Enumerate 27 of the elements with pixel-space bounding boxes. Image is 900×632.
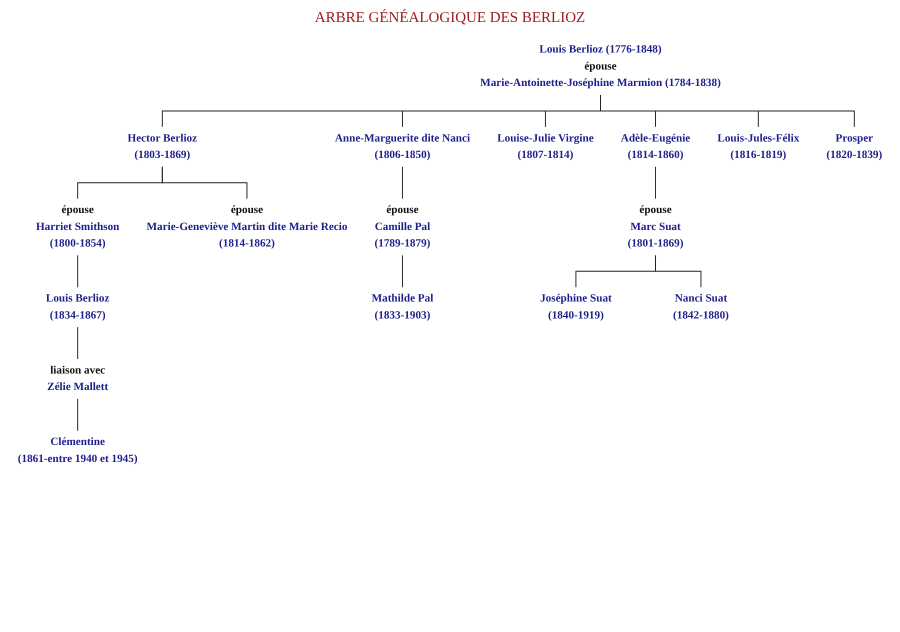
node-text: Louis-Jules-Félix (1816-1819) <box>717 132 800 162</box>
node-text: Adèle-Eugénie (1814-1860) <box>620 132 690 162</box>
node-text: Louise-Julie Virgine (1807-1814) <box>497 132 594 162</box>
connector <box>77 254 78 288</box>
node-text: Nanci Suat (1842-1880) <box>673 292 729 322</box>
node-text: épouse Harriet Smithson (1800-1854) <box>36 204 120 250</box>
node-text: épouse Camille Pal (1789-1879) <box>374 204 430 250</box>
node-text: Clémentine (1861-entre 1940 et 1945) <box>18 436 138 466</box>
connector <box>600 94 855 128</box>
connector <box>402 166 403 200</box>
node-text: Prosper (1820-1839) <box>826 132 882 162</box>
node-text: Louis Berlioz (1834-1867) <box>46 292 110 322</box>
diagram-title: ARBRE GÉNÉALOGIQUE DES BERLIOZ <box>314 8 586 28</box>
node-text: Louis Berlioz (1776-1848) épouse Marie-Antoinette-Joséphine Marmion (1784-1838) <box>480 44 721 90</box>
connector <box>77 326 78 360</box>
node-text: liaison avec Zélie Mallett <box>47 364 108 394</box>
connector <box>655 166 656 200</box>
connector <box>402 254 403 288</box>
node-text: épouse Marie-Geneviève Martin dite Marie Recio (1814-1862) <box>146 204 348 250</box>
node-text: épouse Marc Suat (1801-1869) <box>628 204 684 250</box>
node-text: Mathilde Pal (1833-1903) <box>372 292 434 322</box>
node-text: Joséphine Suat (1840-1919) <box>540 292 612 322</box>
node-text: Anne-Marguerite dite Nanci (1806-1850) <box>334 132 470 162</box>
connector <box>655 254 702 288</box>
connector <box>162 166 248 200</box>
node-text: Hector Berlioz (1803-1869) <box>128 132 198 162</box>
connector <box>77 398 78 432</box>
